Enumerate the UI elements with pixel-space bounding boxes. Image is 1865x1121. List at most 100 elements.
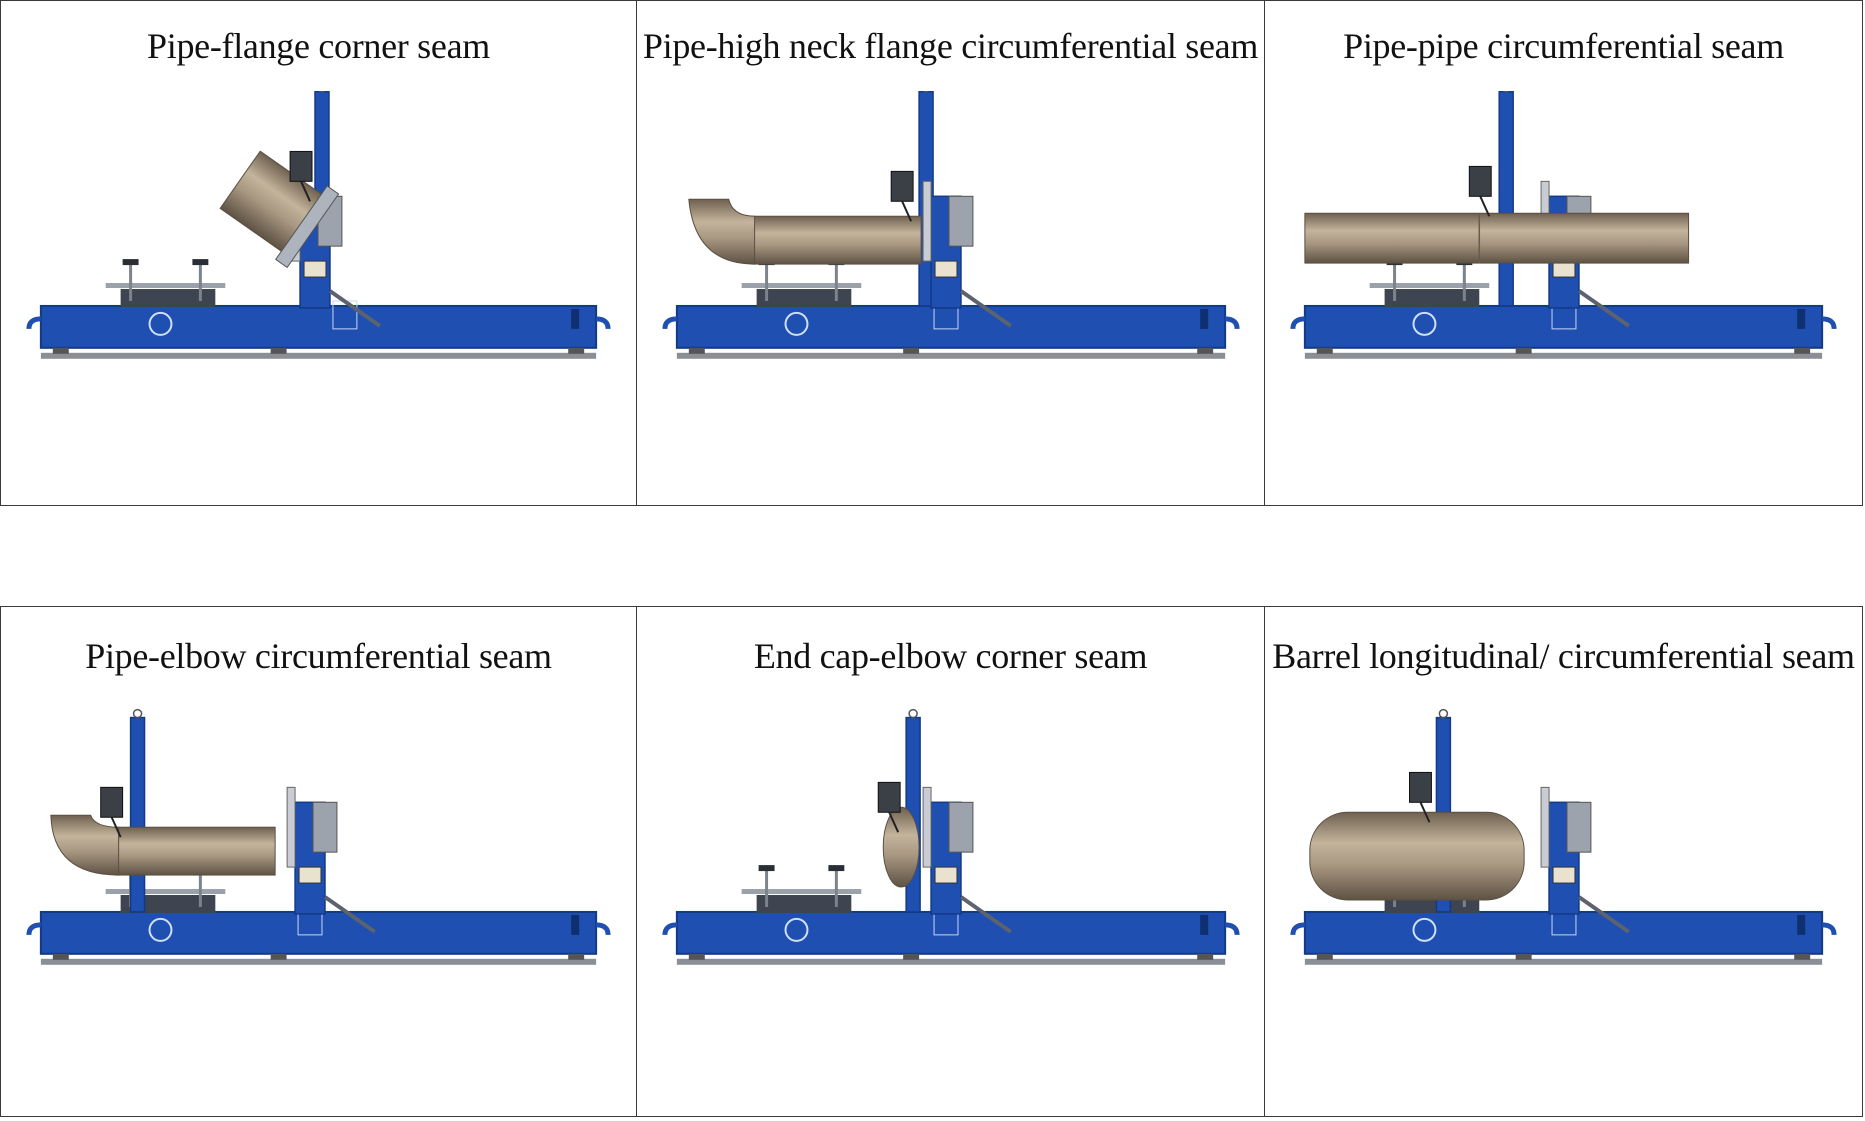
logo-icon xyxy=(784,917,808,942)
bottom-rail xyxy=(40,958,597,965)
base-hook-right xyxy=(1822,922,1837,936)
slide-table xyxy=(756,895,851,913)
slide-table xyxy=(756,289,851,307)
end-marker xyxy=(571,308,580,329)
brace-arm xyxy=(328,289,381,328)
fixture-plate xyxy=(105,283,226,289)
welding-torch-icon xyxy=(100,786,124,818)
base-hook-right xyxy=(1224,922,1240,936)
base-foot xyxy=(1196,953,1213,960)
brace-arm xyxy=(1577,289,1630,328)
panel-caption: Pipe-flange corner seam xyxy=(147,26,490,66)
welding-torch-icon xyxy=(289,150,313,182)
logo-icon xyxy=(148,311,173,336)
torch-wire xyxy=(900,200,912,222)
chuck-plate xyxy=(1540,786,1550,868)
lifting-eye-icon xyxy=(1438,708,1449,719)
lifting-eye-icon xyxy=(132,708,143,719)
panel-pipe-high-neck-flange: Pipe-high neck flange circumferential se… xyxy=(635,0,1266,506)
welding-torch-icon xyxy=(877,781,901,813)
machine-illustration xyxy=(661,708,1240,965)
machine-illustration xyxy=(26,708,611,965)
motor-icon xyxy=(312,801,338,853)
pipe-workpiece xyxy=(750,215,922,265)
lifting-eye-icon xyxy=(922,91,929,93)
brace-arm xyxy=(959,895,1012,934)
welding-torch-icon xyxy=(890,170,914,202)
logo-icon xyxy=(148,917,173,942)
brace-arm xyxy=(323,895,376,934)
fixture-plate xyxy=(105,889,226,895)
base-hook-left xyxy=(26,316,41,330)
clamp-icon xyxy=(827,865,844,872)
base-foot xyxy=(52,347,69,354)
chuck-plate xyxy=(286,786,296,868)
machine-base xyxy=(675,304,1226,349)
panel-caption: Pipe-high neck flange circumferential se… xyxy=(642,26,1259,66)
machine-base xyxy=(39,910,598,955)
bottom-row: Pipe-elbow circumferential seam End cap-… xyxy=(0,606,1864,1117)
barrel-workpiece xyxy=(1309,811,1525,901)
base-foot xyxy=(1515,347,1532,354)
control-panel-icon xyxy=(298,866,322,884)
motor-icon xyxy=(1566,801,1592,853)
fixture-plate xyxy=(741,283,861,289)
base-foot xyxy=(52,953,69,960)
elbow-workpiece xyxy=(50,814,120,876)
base-hook-right xyxy=(596,316,611,330)
bottom-rail xyxy=(676,352,1225,359)
base-hook-left xyxy=(26,922,41,936)
machine-base xyxy=(1303,304,1824,349)
panel-caption: Barrel longitudinal/ circumferential sea… xyxy=(1272,636,1855,676)
welding-torch-icon xyxy=(1409,771,1432,803)
torch-wire xyxy=(1479,195,1491,217)
panel-barrel: Barrel longitudinal/ circumferential sea… xyxy=(1264,606,1863,1117)
lifting-eye-icon xyxy=(318,91,326,93)
torch-wire xyxy=(887,811,899,833)
lifting-eye-icon xyxy=(1502,91,1510,93)
panel-pipe-elbow: Pipe-elbow circumferential seam xyxy=(0,606,637,1117)
control-panel-icon xyxy=(303,260,327,278)
bottom-rail xyxy=(1304,352,1823,359)
slide-table xyxy=(1384,289,1480,307)
machine-illustration xyxy=(26,91,611,359)
machine-illustration xyxy=(1290,91,1837,359)
machine-base xyxy=(675,910,1226,955)
base-hook-right xyxy=(1822,316,1837,330)
logo-icon xyxy=(1412,311,1437,336)
end-marker xyxy=(1797,914,1806,935)
base-foot xyxy=(1316,953,1333,960)
bottom-rail xyxy=(40,352,597,359)
torch-wire xyxy=(110,816,122,838)
base-foot xyxy=(688,953,705,960)
machine-illustration xyxy=(661,91,1240,359)
chuck-plate xyxy=(922,786,932,868)
base-foot xyxy=(1196,347,1213,354)
panel-end-cap-elbow: End cap-elbow corner seam xyxy=(635,606,1266,1117)
base-foot xyxy=(688,347,705,354)
base-hook-left xyxy=(661,922,677,936)
vertical-column xyxy=(1498,91,1514,307)
base-foot xyxy=(270,347,287,354)
panel-caption: Pipe-pipe circumferential seam xyxy=(1343,26,1784,66)
panel-pipe-pipe: Pipe-pipe circumferential seam xyxy=(1264,0,1863,506)
base-foot xyxy=(568,347,585,354)
base-foot xyxy=(1794,347,1811,354)
end-marker xyxy=(1797,308,1806,329)
panel-caption: Pipe-elbow circumferential seam xyxy=(85,636,552,676)
torch-wire xyxy=(1419,801,1431,823)
lifting-eye-icon xyxy=(907,708,918,719)
end-marker xyxy=(1199,914,1208,935)
control-panel-icon xyxy=(934,260,957,278)
machine-base xyxy=(1303,910,1824,955)
base-hook-right xyxy=(596,922,611,936)
base-foot xyxy=(1515,953,1532,960)
chuck-plate xyxy=(922,180,932,262)
machine-base xyxy=(39,304,598,349)
base-foot xyxy=(1794,953,1811,960)
vertical-column xyxy=(129,716,146,913)
base-hook-left xyxy=(1290,316,1305,330)
bottom-rail xyxy=(1304,958,1823,965)
panel-caption: End cap-elbow corner seam xyxy=(753,636,1148,676)
top-row: Pipe-flange corner seam Pipe-high neck f… xyxy=(0,0,1864,506)
